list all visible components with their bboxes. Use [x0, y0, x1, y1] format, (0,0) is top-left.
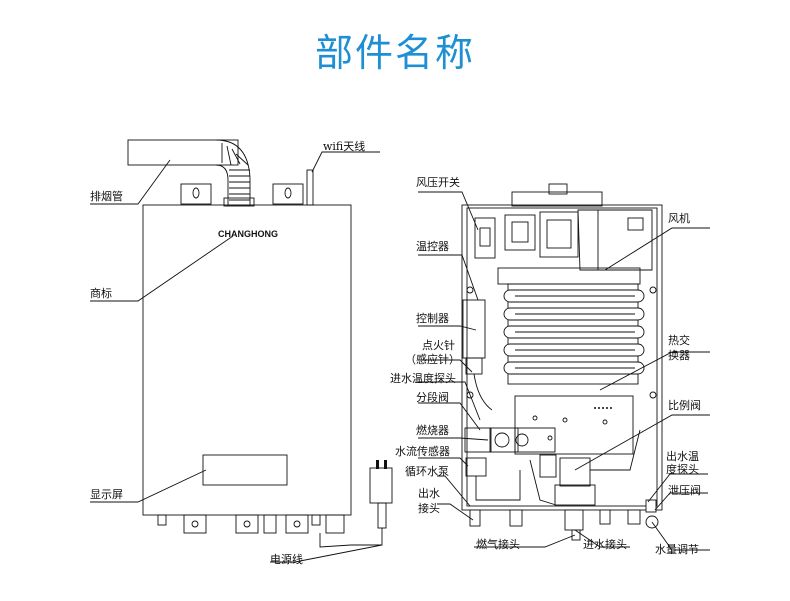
label-burner: 燃烧器 — [416, 423, 449, 437]
label-section-valve: 分段阀 — [416, 390, 449, 404]
label-gas-joint: 燃气接头 — [476, 537, 520, 551]
label-wifi: wifi天线 — [323, 139, 365, 153]
label-heat-exchanger-1: 热交 — [668, 333, 690, 347]
interior-bottom-fittings — [469, 499, 659, 541]
label-wind-switch: 风压开关 — [416, 175, 460, 189]
label-flow-adjust: 水量调节 — [655, 543, 699, 556]
left-leaders — [90, 151, 383, 563]
label-outlet-temp-2: 度探头 — [666, 462, 699, 476]
interior-right-leaders — [574, 227, 710, 551]
wall-bracket-left — [180, 183, 212, 205]
wifi-antenna — [306, 169, 314, 206]
label-outlet-1: 出水 — [418, 486, 440, 500]
display-screen — [202, 454, 288, 486]
label-flow-sensor: 水流传感器 — [395, 444, 450, 458]
heat-exchanger — [497, 267, 645, 385]
exhaust-pipe — [127, 139, 255, 207]
label-igniter-1: 点火针 — [422, 338, 455, 352]
fan — [577, 209, 653, 271]
label-display: 显示屏 — [90, 488, 123, 501]
label-thermostat: 温控器 — [416, 239, 449, 253]
proportional-valve — [529, 429, 641, 506]
gas-valve-group — [464, 427, 556, 501]
controller — [462, 299, 486, 359]
label-inlet-joint: 进水接头 — [583, 538, 627, 551]
label-igniter-2: （感应针） — [405, 352, 460, 366]
label-proportional-valve: 比例阀 — [668, 398, 701, 412]
burner — [514, 395, 634, 455]
label-relief-valve: 泄压阀 — [668, 483, 701, 497]
heater-body — [142, 204, 352, 516]
label-inlet-temp-probe: 进水温度探头 — [390, 371, 456, 385]
label-fan: 风机 — [668, 211, 690, 225]
wind-pressure-switch — [474, 217, 496, 259]
interior-left-leaders — [418, 191, 576, 548]
label-heat-exchanger-2: 换器 — [668, 348, 690, 362]
label-logo: 商标 — [90, 286, 112, 300]
wall-bracket-right — [272, 183, 304, 205]
bottom-fittings — [157, 514, 345, 534]
interior-frame — [461, 204, 663, 511]
power-plug — [319, 460, 393, 548]
heater-exterior: CHANGHONG — [127, 139, 393, 548]
heater-interior — [461, 183, 663, 541]
label-outlet-temp-1: 出水温 — [666, 449, 699, 463]
label-power-cord: 电源线 — [270, 552, 303, 566]
label-exhaust: 排烟管 — [90, 189, 123, 203]
brand-logo: CHANGHONG — [218, 229, 278, 239]
label-outlet-2: 接头 — [418, 502, 440, 515]
label-controller: 控制器 — [416, 311, 449, 325]
label-circulation-pump: 循环水泵 — [405, 465, 449, 478]
page-title: 部件名称 — [314, 31, 475, 75]
